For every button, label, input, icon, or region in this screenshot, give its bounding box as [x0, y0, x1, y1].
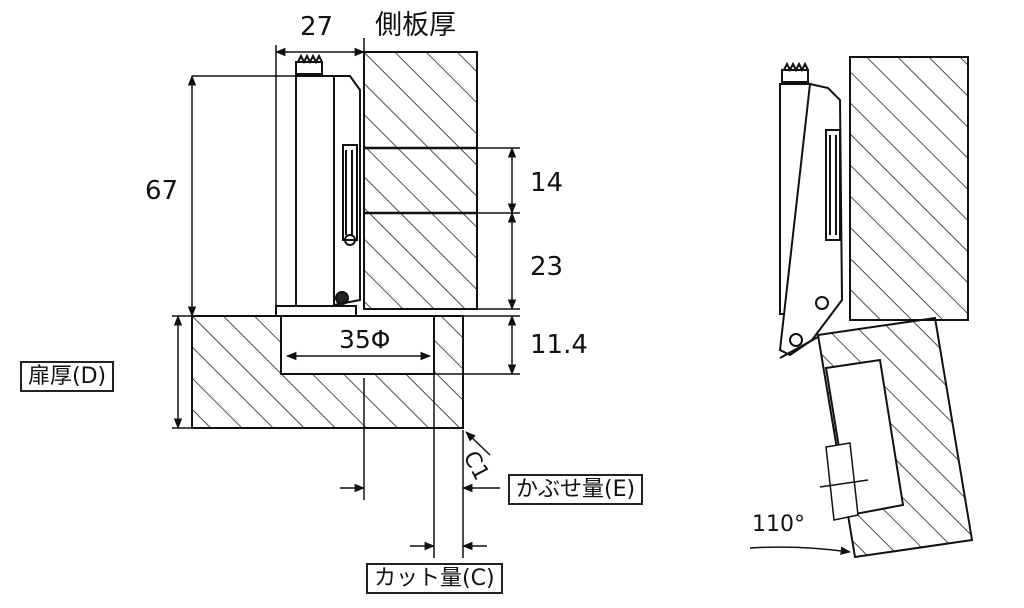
cut-amount-label: カット量(C): [366, 563, 503, 595]
door-left: [191, 315, 464, 429]
dim-11-4-label: 11.4: [530, 330, 588, 360]
dim-14-label: 14: [530, 168, 564, 198]
hinge-arm-left: [275, 53, 361, 317]
door-thickness-label: 扉厚(D): [20, 361, 115, 393]
hinge-arm-right: [778, 61, 844, 359]
side-panel-thickness-label: 側板厚: [375, 10, 456, 41]
dimension-lines: [172, 38, 520, 558]
dim-23-label: 23: [530, 252, 564, 282]
cup-diameter-label: 35Φ: [336, 327, 394, 352]
overlay-label: かぶせ量(E): [508, 474, 644, 506]
angle-indicator: [749, 479, 869, 555]
side-panel-right: [849, 56, 969, 321]
width-27-label: 27: [300, 12, 334, 42]
door-right-open: [816, 316, 974, 559]
side-panel-left: [363, 51, 478, 310]
height-67-label: 67: [145, 176, 179, 206]
opening-angle-label: 110°: [752, 512, 805, 537]
